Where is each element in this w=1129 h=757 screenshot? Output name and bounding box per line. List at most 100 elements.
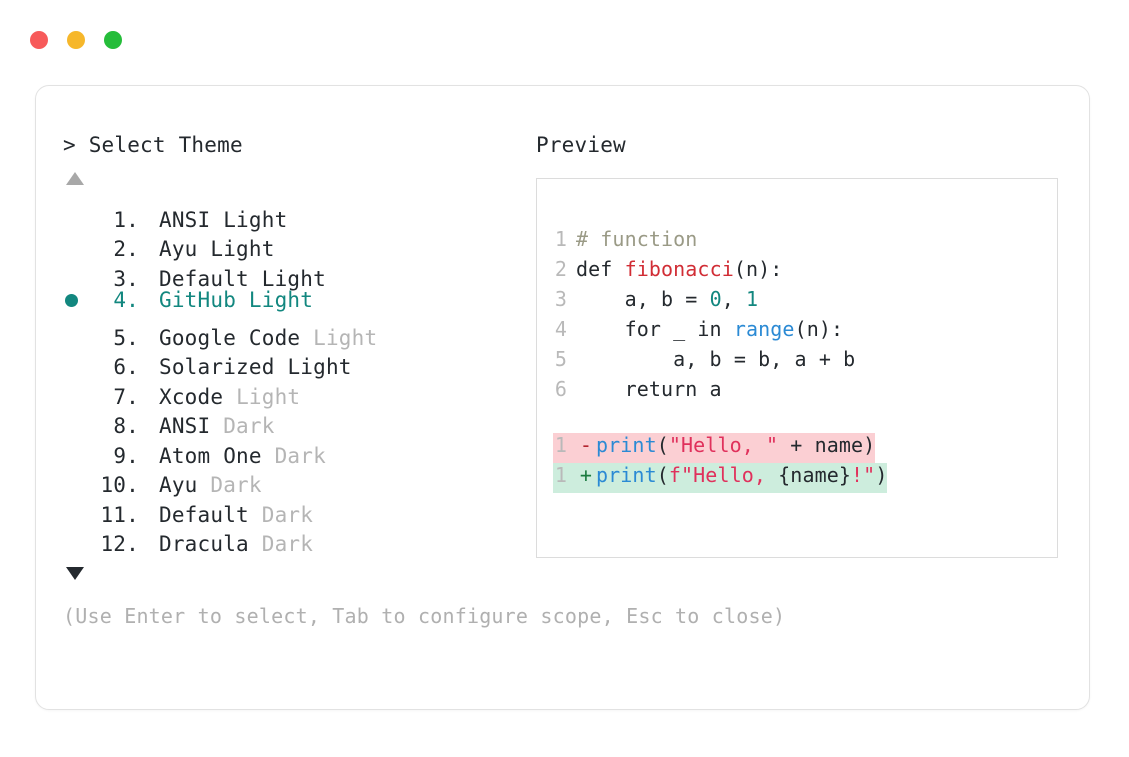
line-number: 1 [554, 227, 567, 251]
code-token: {name} [778, 463, 852, 487]
code-line-content: # function [576, 227, 697, 251]
spacer [300, 326, 313, 350]
selection-bullet-slot [63, 433, 93, 463]
theme-list-item[interactable]: 9. Atom One Dark [63, 433, 533, 468]
keyboard-hint: (Use Enter to select, Tab to configure s… [63, 604, 786, 628]
spacer [210, 208, 223, 232]
theme-list-item[interactable]: 3. Default Light [63, 256, 533, 291]
theme-list-item[interactable]: 1. ANSI Light [63, 197, 533, 232]
code-token: f"Hello, [668, 463, 779, 487]
theme-list-item[interactable]: 8. ANSI Dark [63, 404, 533, 438]
theme-item-number: 7. [113, 384, 139, 409]
code-token: (n): [733, 257, 783, 281]
theme-item-variant: Light [210, 237, 275, 261]
selection-bullet-slot [63, 256, 93, 286]
code-token: range [733, 317, 795, 341]
code-token: a, b = [576, 287, 710, 311]
minimize-dot[interactable] [67, 31, 85, 49]
window-controls [30, 31, 122, 49]
code-token: ( [656, 463, 669, 487]
theme-item-number: 3. [113, 266, 139, 291]
spacer [139, 385, 159, 409]
theme-item-name: Dracula [159, 532, 249, 556]
theme-item-name: Xcode [159, 384, 224, 409]
selection-bullet-slot [63, 345, 93, 375]
triangle-down-icon[interactable] [66, 567, 84, 580]
prompt-caret-icon: > [63, 133, 76, 157]
code-line-content: def fibonacci(n): [576, 257, 782, 281]
theme-item-variant: Light [236, 384, 301, 409]
theme-list-item[interactable]: 6. Solarized Light [63, 345, 533, 379]
theme-item-number: 11. [100, 502, 139, 527]
theme-item-number: 1. [113, 207, 139, 232]
theme-list-item[interactable]: 2. Ayu Light [63, 227, 533, 261]
spacer [139, 414, 159, 438]
spacer [139, 444, 159, 468]
theme-list-item[interactable]: 10. Ayu Dark [63, 463, 533, 497]
line-number: 3 [554, 287, 567, 311]
code-line: 3 a, b = 0, 1 [553, 287, 1057, 317]
page-title: Select Theme [88, 133, 243, 157]
spacer [139, 355, 159, 379]
theme-list-item[interactable]: 11. Default Dark [63, 492, 533, 527]
theme-list-item[interactable]: 5. Google Code Light [63, 315, 533, 350]
spacer [139, 326, 159, 350]
code-line: 6 return a [553, 377, 1057, 407]
diff-minus-icon: - [579, 433, 593, 457]
theme-item-variant: Dark [210, 473, 262, 497]
theme-item-variant: Dark [223, 414, 275, 438]
code-line-content: print("Hello, " + name) [596, 433, 875, 457]
selection-bullet-slot [63, 492, 93, 522]
code-line-content: a, b = b, a + b [576, 347, 855, 371]
line-number: 6 [554, 377, 567, 401]
code-token: ( [656, 433, 669, 457]
theme-list-item[interactable]: 7. Xcode Light [63, 374, 533, 409]
spacer [139, 473, 159, 497]
theme-item-variant: Dark [261, 502, 314, 527]
theme-item-variant: Dark [261, 532, 314, 556]
code-token: def [576, 257, 625, 281]
theme-item-name: Default [159, 266, 249, 291]
theme-item-name: Google Code [159, 325, 301, 350]
theme-item-number: 2. [113, 237, 139, 261]
code-line: 5 a, b = b, a + b [553, 347, 1057, 377]
line-number: 1 [554, 433, 567, 457]
code-line-content: a, b = 0, 1 [576, 287, 759, 311]
selection-bullet-slot [63, 286, 93, 316]
selected-bullet-icon [65, 293, 78, 307]
theme-item-number: 8. [113, 414, 139, 438]
theme-item-variant: Light [287, 355, 352, 379]
spacer [223, 385, 236, 409]
theme-item-variant: Light [261, 266, 326, 291]
maximize-dot[interactable] [104, 31, 122, 49]
theme-item-number: 5. [113, 325, 139, 350]
theme-item-variant: Light [248, 287, 314, 312]
close-dot[interactable] [30, 31, 48, 49]
code-token: !" [851, 463, 876, 487]
code-token: "Hello, " [668, 433, 779, 457]
theme-list-item[interactable]: 12. Dracula Dark [63, 522, 533, 556]
theme-item-number: 9. [113, 443, 139, 468]
line-number: 1 [554, 463, 567, 487]
code-token: + name) [778, 433, 876, 457]
theme-item-name: GitHub [159, 287, 237, 312]
spacer [275, 355, 288, 379]
code-spacer [553, 407, 1057, 433]
theme-item-variant: Light [313, 325, 378, 350]
theme-list-item[interactable]: 4. GitHub Light [63, 286, 533, 316]
diff-removed-line: 1-print("Hello, " + name) [553, 433, 876, 463]
theme-item-name: Atom One [159, 443, 262, 468]
spacer [198, 473, 211, 497]
selection-bullet-slot [63, 227, 93, 257]
theme-item-name: Solarized [159, 355, 275, 379]
code-token: , [721, 287, 747, 311]
triangle-up-icon[interactable] [66, 172, 84, 185]
code-line: 1 # function [553, 227, 1057, 257]
spacer [198, 237, 211, 261]
